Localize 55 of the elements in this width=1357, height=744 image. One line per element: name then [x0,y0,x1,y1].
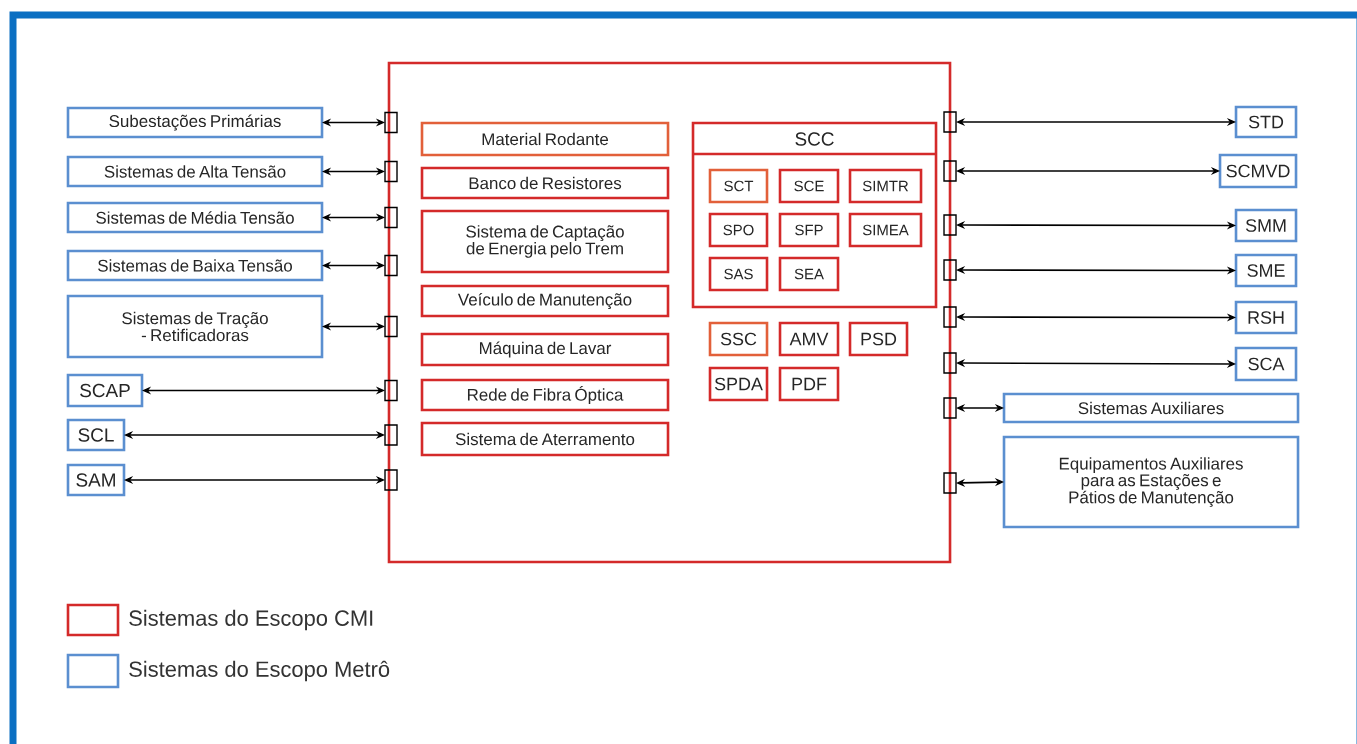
system-box: SCT [708,168,769,204]
system-box: Veículo de Manutenção [420,284,670,318]
system-box: Sistema de Aterramento [420,421,670,457]
port-square [943,352,957,374]
port-square [384,206,398,229]
system-box: AMV [778,321,840,357]
system-box: SCMVD [1218,153,1298,189]
port-square [384,315,398,338]
system-box: SEA [778,256,840,292]
system-box: SAS [708,256,769,292]
system-box: Máquina de Lavar [420,332,670,367]
port-square [943,111,957,133]
system-box: SIMTR [848,168,923,204]
port-square [943,259,957,281]
port-square [384,111,398,134]
system-box: SAM [66,463,126,497]
system-box: Material Rodante [420,121,670,157]
system-box: SPDA [708,366,769,402]
system-box: SCA [1234,346,1298,382]
port-square [384,379,398,402]
legend-label: Sistemas do Escopo CMI [129,609,373,631]
port-square [384,424,398,446]
system-box: Subestações Primárias [66,106,324,139]
system-box: SPO [708,212,769,248]
system-box: PDF [778,366,840,402]
system-box: SMM [1234,208,1298,243]
system-boundary-box [387,61,952,564]
system-box: Sistemas de Baixa Tensão [66,249,324,282]
system-box: Sistema de Captação de Energia pelo Trem [420,209,670,274]
system-box: Equipamentos Auxiliares para as Estações e Pátios de Manutenção [1002,435,1300,529]
system-box: Banco de Resistores [420,166,670,200]
port-square [384,160,398,183]
system-box: Sistemas de Tração - Retificadoras [66,294,324,359]
system-box: SCL [66,418,126,452]
system-box: SSC [708,321,769,357]
system-box: Sistemas Auxiliares [1002,392,1300,424]
port-square [943,160,957,182]
system-box: SME [1234,253,1298,288]
system-box: STD [1234,105,1298,139]
system-box: SIMEA [848,212,923,248]
port-square [943,306,957,328]
port-square [384,254,398,277]
port-square [943,397,957,419]
system-box: SFP [778,212,840,248]
system-box: RSH [1234,300,1298,335]
system-box: PSD [848,321,909,357]
system-box: SCE [778,168,840,204]
port-square [943,214,957,236]
system-box: Sistemas de Alta Tensão [66,155,324,188]
system-box: SCAP [66,373,144,408]
port-square [384,469,398,491]
legend-label: Sistemas do Escopo Metrô [129,660,390,682]
system-box: Sistemas de Média Tensão [66,201,324,234]
system-box: Rede de Fibra Óptica [420,378,670,412]
port-square [943,472,957,494]
